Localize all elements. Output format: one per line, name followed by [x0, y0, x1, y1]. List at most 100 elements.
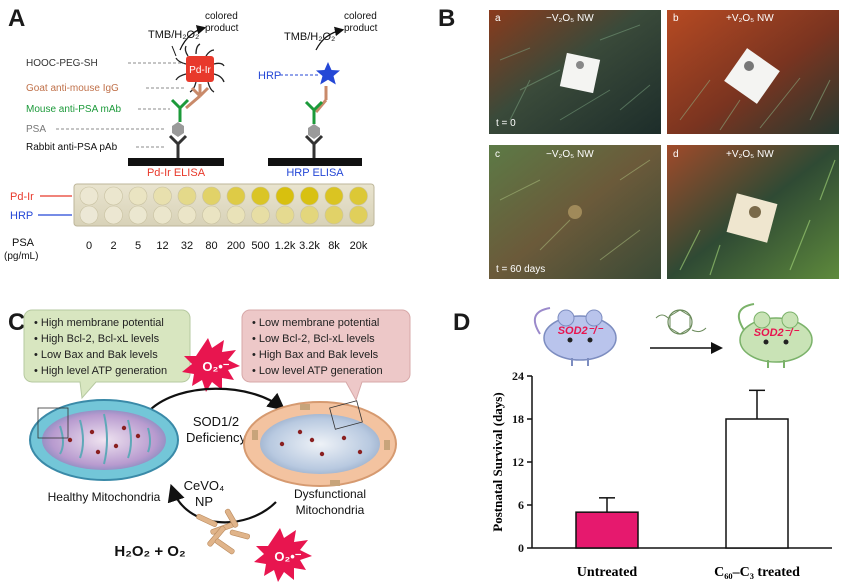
healthy-mitochondria: Healthy Mitochondria	[29, 399, 179, 504]
mouse-untreated-icon: SOD2⁻/⁻	[533, 307, 617, 366]
dysfunctional-mitochondria: Dysfunctional Mitochondria	[243, 400, 397, 517]
pd-ir-nanocube: Pd-Ir	[175, 43, 225, 93]
y-tick-label: 18	[512, 412, 524, 426]
panel-a: A TMB/H₂O₂ colored product Pd-Ir HOOC-PE…	[4, 5, 378, 262]
product-label-right-2: product	[344, 23, 378, 34]
well-pd-ir-32	[177, 186, 197, 206]
well-pd-ir-200	[226, 186, 246, 206]
photo-b-sub: b	[673, 13, 679, 24]
photo-a-note: t = 0	[496, 118, 516, 129]
psa-tick-label: 8k	[328, 240, 340, 252]
product-label-right-1: colored	[344, 11, 377, 22]
tmb-label-left: TMB/H₂O₂	[148, 29, 199, 41]
psa-unit-label: (pg/mL)	[4, 251, 38, 262]
superoxide-burst-top: O₂•⁻	[182, 338, 240, 392]
well-hrp-20k	[349, 205, 368, 225]
well-hrp-12	[153, 205, 172, 225]
bar-untreated	[575, 511, 639, 549]
well-pd-ir-80	[202, 186, 221, 206]
panel-b-letter: B	[438, 5, 455, 32]
panel-b: B a −V₂O₅ NW t = 0 b +V₂O₅ NW c −V₂O₅ NW…	[438, 5, 839, 279]
dysfunctional-zoom-box	[329, 400, 363, 430]
layer-label-rabbit-pab: Rabbit anti-PSA pAb	[26, 142, 118, 153]
superoxide-label-top: O₂•⁻	[202, 359, 229, 374]
tmb-label-right: TMB/H₂O₂	[284, 31, 335, 43]
photo-d-sub: d	[673, 149, 679, 160]
photo-b-title: +V₂O₅ NW	[726, 13, 774, 24]
pd-ir-elisa-schematic: TMB/H₂O₂ colored product Pd-Ir HOOC-PEG-…	[26, 11, 239, 179]
healthy-bullet-4: • High level ATP generation	[34, 365, 167, 377]
reaction-arrow-left	[179, 25, 207, 51]
well-pd-ir-500	[251, 186, 270, 206]
row-label-hrp: HRP	[10, 210, 33, 222]
well-hrp-5	[128, 205, 148, 225]
mouse-treated-label: SOD2⁻/⁻	[754, 327, 800, 339]
superoxide-burst-bottom: O₂•⁻	[254, 528, 312, 582]
well-hrp-200	[226, 205, 246, 225]
psa-tick-label: 0	[86, 240, 92, 252]
psa-tick-label: 2	[110, 240, 116, 252]
nanozyme-label: Pd-Ir	[189, 65, 211, 76]
cevo4-nanorods	[196, 508, 251, 555]
photo-b-coin	[744, 61, 754, 71]
healthy-bullet-2: • High Bcl-2, Bcl-xL levels	[34, 333, 160, 345]
deficiency-label-1: SOD1/2	[193, 414, 239, 429]
reaction-tick-left	[171, 45, 177, 57]
photo-a-sub: a	[495, 13, 501, 24]
healthy-zoom-box	[37, 407, 69, 439]
dysfunctional-bullet-4: • Low level ATP generation	[252, 365, 383, 377]
y-tick-label: 24	[512, 369, 524, 383]
well-pd-ir-5	[128, 186, 148, 206]
well-hrp-0	[79, 205, 99, 225]
panel-c-letter: C	[8, 309, 25, 336]
photo-b-patch	[724, 48, 780, 104]
treatment-label-1: CeVO₄	[184, 478, 225, 493]
y-tick-label: 6	[518, 498, 524, 512]
y-tick-label: 0	[518, 541, 524, 555]
hrp-plate-bar	[268, 158, 362, 166]
psa-tick-label: 80	[205, 240, 217, 252]
photo-b: b +V₂O₅ NW	[667, 10, 839, 134]
product-label-left-2: product	[205, 23, 239, 34]
pd-ir-plate-bar	[128, 158, 224, 166]
hrp-elisa-label: HRP ELISA	[286, 167, 344, 179]
psa-tick-label: 500	[251, 240, 269, 252]
dysfunctional-bullet-2: • Low Bcl-2, Bcl-xL levels	[252, 333, 375, 345]
photo-d-patch	[726, 193, 778, 243]
well-hrp-32	[177, 205, 197, 225]
x-category-label: Untreated	[577, 565, 638, 580]
dysfunctional-info-box: • Low membrane potential • Low Bcl-2, Bc…	[241, 309, 411, 402]
well-hrp-1.2k	[275, 205, 295, 225]
photo-c-sub: c	[495, 149, 500, 160]
mouse-untreated-label: SOD2⁻/⁻	[558, 325, 604, 337]
well-pd-ir-8k	[324, 186, 344, 206]
dysfunctional-label-1: Dysfunctional	[294, 487, 366, 501]
healthy-info-box: • High membrane potential • High Bcl-2, …	[23, 309, 191, 400]
photo-a-title: −V₂O₅ NW	[546, 13, 594, 24]
mouse-treated-icon: SOD2⁻/⁻	[737, 303, 813, 368]
bar-treated	[725, 418, 789, 549]
well-pd-ir-20k	[349, 186, 368, 206]
antibody-stack-left	[168, 84, 210, 158]
cevo4-rescue-arrow	[167, 483, 277, 524]
photo-d-coin	[749, 206, 761, 218]
layer-label-goat-igg: Goat anti-mouse IgG	[26, 83, 119, 94]
well-pd-ir-1.2k	[275, 186, 295, 206]
psa-tick-label: 20k	[350, 240, 368, 252]
layer-label-psa: PSA	[26, 124, 46, 135]
photo-d: d +V₂O₅ NW	[667, 145, 839, 279]
deficiency-label-2: Deficiency	[186, 430, 246, 445]
well-hrp-8k	[324, 205, 344, 225]
product-label-left-1: colored	[205, 11, 238, 22]
psa-tick-label: 32	[181, 240, 193, 252]
layer-label-peg: HOOC-PEG-SH	[26, 58, 98, 69]
dysfunctional-label-2: Mitochondria	[296, 503, 365, 517]
photo-a-patch	[559, 52, 601, 94]
antibody-stack-right	[304, 86, 328, 158]
psa-tick-label: 1.2k	[275, 240, 296, 252]
panel-d: D SOD2⁻/⁻ SOD2⁻/⁻ Postnat	[453, 303, 832, 580]
healthy-bullet-3: • Low Bax and Bak levels	[34, 349, 158, 361]
layer-leader-lines	[56, 62, 186, 148]
